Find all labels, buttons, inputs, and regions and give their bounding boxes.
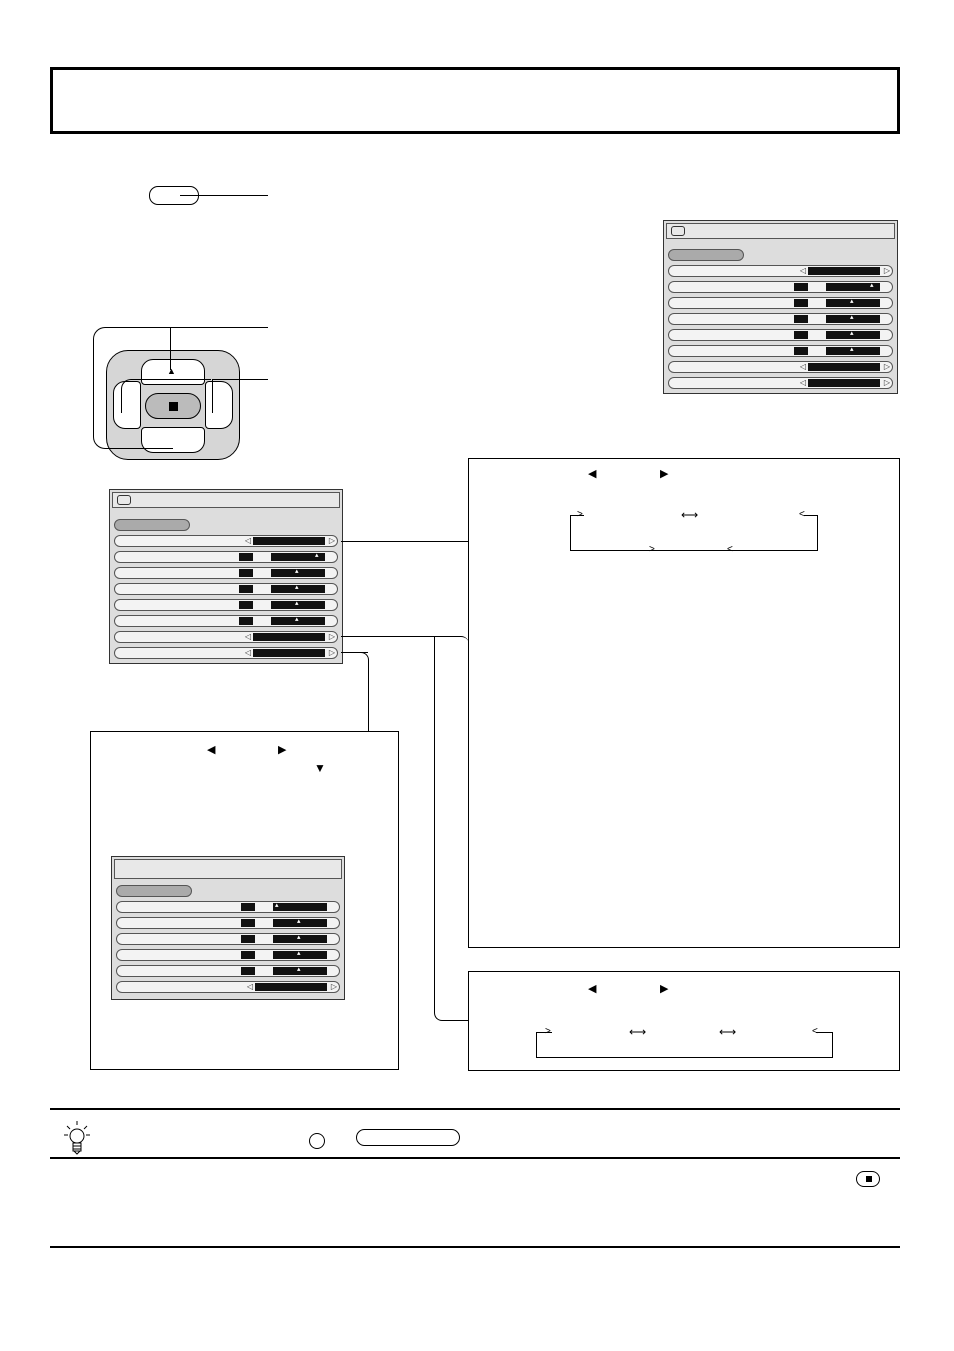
left-triangle-icon: ◀ xyxy=(588,983,597,995)
left-triangle-icon: ◀ xyxy=(588,468,597,480)
connector-line xyxy=(341,652,368,653)
right-triangle-icon: ▶ xyxy=(660,983,669,995)
cycle-line xyxy=(536,1032,552,1033)
left-arrow-icon: < xyxy=(812,1026,818,1037)
down-triangle-icon: ▼ xyxy=(314,761,326,775)
cycle-bracket xyxy=(536,1032,833,1058)
stop-button-icon xyxy=(856,1171,880,1187)
right-small-box: ◀ ▶ > ⟷ ⟷ < xyxy=(468,971,900,1071)
divider xyxy=(50,1246,900,1248)
cycle-line xyxy=(570,550,656,551)
right-info-box: ◀ ▶ > ⟷ < > < xyxy=(468,458,900,948)
osd-row[interactable]: ▴ xyxy=(114,551,338,563)
double-arrow-icon: ⟷ xyxy=(629,1025,647,1039)
tip-button[interactable] xyxy=(356,1129,460,1146)
osd-row[interactable]: ▴ xyxy=(116,917,340,929)
osd-tab xyxy=(114,519,190,531)
page-title-frame xyxy=(50,67,900,134)
leader-line xyxy=(170,327,171,370)
right-triangle-icon: ▶ xyxy=(660,468,669,480)
osd-menu-main: ◁▷ ▴ ▴ ▴ ▴ ▴ ◁▷ ◁▷ xyxy=(109,489,343,664)
divider xyxy=(50,1108,900,1110)
osd-row[interactable]: ▴ xyxy=(668,297,893,309)
osd-row[interactable]: ▴ xyxy=(116,901,340,913)
right-triangle-icon: ▶ xyxy=(278,744,287,756)
pad-up-button[interactable] xyxy=(141,359,205,385)
osd-sub-menu: ▴ ▴ ▴ ▴ ▴ ◁▷ xyxy=(111,856,345,1000)
round-button-icon[interactable] xyxy=(309,1133,325,1149)
connector-line xyxy=(359,652,369,732)
osd-row[interactable]: ▴ xyxy=(116,933,340,945)
osd-title-bar xyxy=(666,223,895,239)
osd-title-bar xyxy=(114,859,342,879)
tv-icon xyxy=(671,226,685,236)
leader-line xyxy=(180,195,268,196)
osd-title-bar xyxy=(112,492,340,508)
left-arrow-icon: < xyxy=(727,544,733,555)
pad-action-button[interactable] xyxy=(145,393,201,419)
tv-icon xyxy=(117,495,131,505)
curve-left-arrow-icon xyxy=(121,379,211,413)
connector-line xyxy=(341,636,435,637)
left-info-box: ◀ ▶ ▼ ▴ ▴ ▴ ▴ ▴ ◁▷ xyxy=(90,731,399,1070)
osd-row[interactable]: ◁▷ xyxy=(668,265,893,277)
cycle-line xyxy=(816,1032,833,1033)
right-arrow-icon: > xyxy=(649,544,655,555)
cycle-line xyxy=(570,515,584,516)
osd-row[interactable]: ▴ xyxy=(116,965,340,977)
osd-row[interactable]: ▴ xyxy=(668,329,893,341)
bulb-icon xyxy=(64,1120,90,1156)
right-arrow-icon: > xyxy=(545,1026,551,1037)
osd-row[interactable]: ◁▷ xyxy=(668,377,893,389)
divider xyxy=(50,1157,900,1159)
osd-row[interactable]: ▴ xyxy=(114,583,338,595)
osd-row[interactable]: ▴ xyxy=(114,599,338,611)
leader-line xyxy=(212,379,213,413)
osd-tab xyxy=(668,249,744,261)
left-arrow-icon: < xyxy=(799,509,805,520)
connector-line xyxy=(341,541,469,542)
left-triangle-icon: ◀ xyxy=(207,744,216,756)
osd-row[interactable]: ▴ xyxy=(114,615,338,627)
cycle-line xyxy=(804,515,818,516)
osd-row[interactable]: ◁▷ xyxy=(114,647,338,659)
osd-row[interactable]: ▴ xyxy=(114,567,338,579)
double-arrow-icon: ⟷ xyxy=(681,508,699,522)
cycle-line xyxy=(731,550,818,551)
up-arrow-icon: ▲ xyxy=(167,366,176,376)
osd-tab xyxy=(116,885,192,897)
osd-row[interactable]: ◁▷ xyxy=(114,535,338,547)
connector-line xyxy=(434,636,469,1021)
leader-line xyxy=(170,327,268,328)
pad-bracket xyxy=(93,327,173,449)
osd-row[interactable]: ▴ xyxy=(668,345,893,357)
osd-row[interactable]: ◁▷ xyxy=(668,361,893,373)
osd-row[interactable]: ▴ xyxy=(668,313,893,325)
osd-row[interactable]: ▴ xyxy=(668,281,893,293)
osd-row[interactable]: ◁▷ xyxy=(116,981,340,993)
cycle-bracket xyxy=(570,515,818,551)
osd-menu-preview: ◁▷ ▴ ▴ ▴ ▴ ▴ ◁▷ ◁▷ xyxy=(663,220,898,394)
double-arrow-icon: ⟷ xyxy=(719,1025,737,1039)
osd-row[interactable]: ◁▷ xyxy=(114,631,338,643)
right-arrow-icon: > xyxy=(577,509,583,520)
stop-square-icon xyxy=(169,402,178,411)
leader-line xyxy=(212,379,268,380)
osd-row[interactable]: ▴ xyxy=(116,949,340,961)
